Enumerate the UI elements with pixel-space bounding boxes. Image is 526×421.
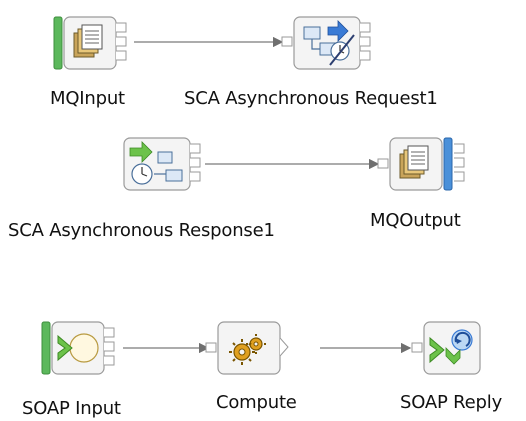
- sca-async-response-icon: [123, 137, 201, 191]
- mqinput-node[interactable]: [52, 13, 136, 73]
- sca-async-response-label: SCA Asynchronous Response1: [8, 220, 275, 241]
- mqoutput-node[interactable]: [377, 134, 478, 194]
- sca-async-request-icon: [281, 16, 371, 70]
- compute-gears-icon: [205, 321, 289, 375]
- mqoutput-label: MQOutput: [370, 210, 461, 231]
- mqinput-label: MQInput: [50, 88, 125, 109]
- soap-input-label: SOAP Input: [22, 398, 121, 419]
- soap-reply-label: SOAP Reply: [400, 392, 503, 413]
- compute-node[interactable]: [205, 318, 306, 378]
- soap-input-node[interactable]: [40, 318, 130, 378]
- mq-input-icon: [53, 16, 127, 70]
- mq-output-icon: [377, 137, 465, 191]
- sca-async-request-node[interactable]: [281, 13, 382, 73]
- sca-async-request-label: SCA Asynchronous Request1: [184, 88, 438, 109]
- soap-input-icon: [41, 321, 115, 375]
- soap-reply-icon: [411, 321, 481, 375]
- soap-reply-node[interactable]: [411, 318, 502, 378]
- sca-async-response-node[interactable]: [122, 134, 212, 194]
- compute-label: Compute: [216, 392, 297, 413]
